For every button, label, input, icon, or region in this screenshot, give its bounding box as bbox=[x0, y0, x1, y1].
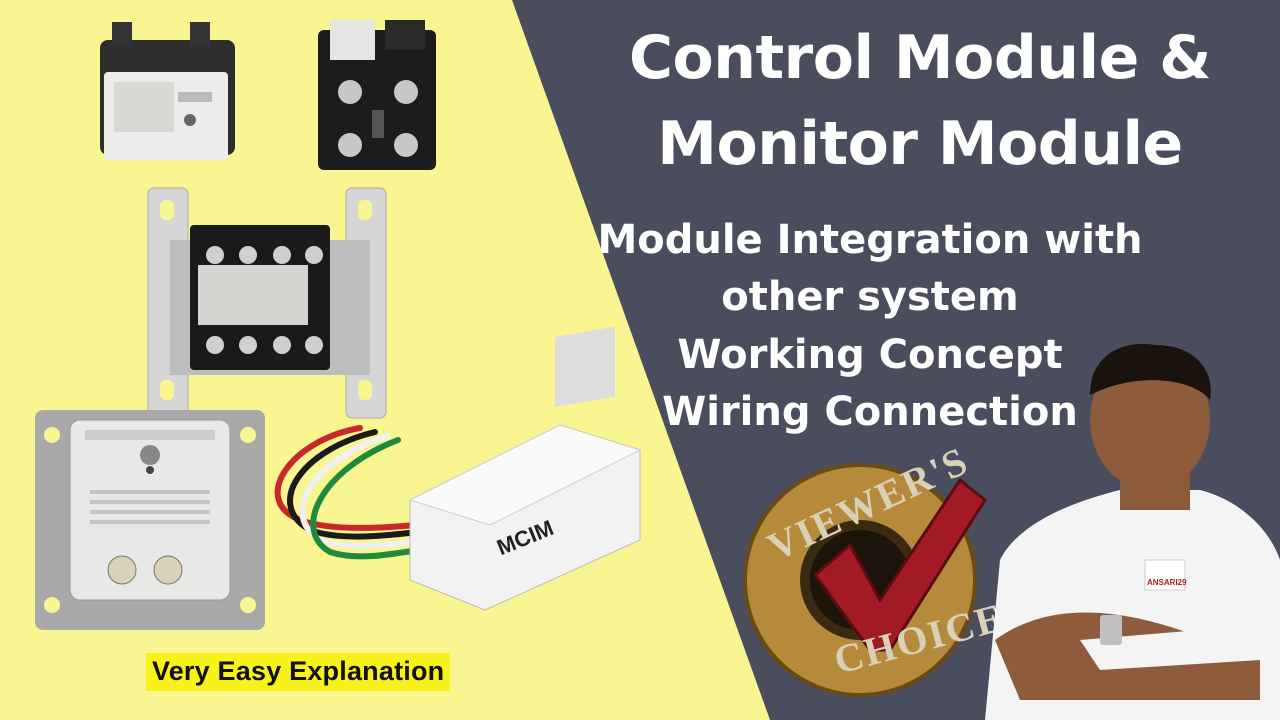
monitor-module-photo bbox=[35, 410, 265, 630]
topic-4: Wiring Connection bbox=[662, 389, 1078, 435]
shirt-logo: ANSARI29 bbox=[1147, 578, 1187, 587]
mounting-bracket-photo bbox=[147, 187, 387, 419]
easy-explanation-label: Very Easy Explanation bbox=[146, 653, 451, 691]
topic-3: Working Concept bbox=[677, 332, 1063, 378]
topic-1: Module Integration with bbox=[597, 217, 1143, 263]
relay-module-photo bbox=[100, 22, 235, 160]
title-line-1: Control Module & bbox=[629, 23, 1211, 93]
terminal-relay-photo bbox=[318, 20, 436, 170]
title-line-2: Monitor Module bbox=[657, 109, 1183, 179]
topic-2: other system bbox=[721, 274, 1019, 320]
